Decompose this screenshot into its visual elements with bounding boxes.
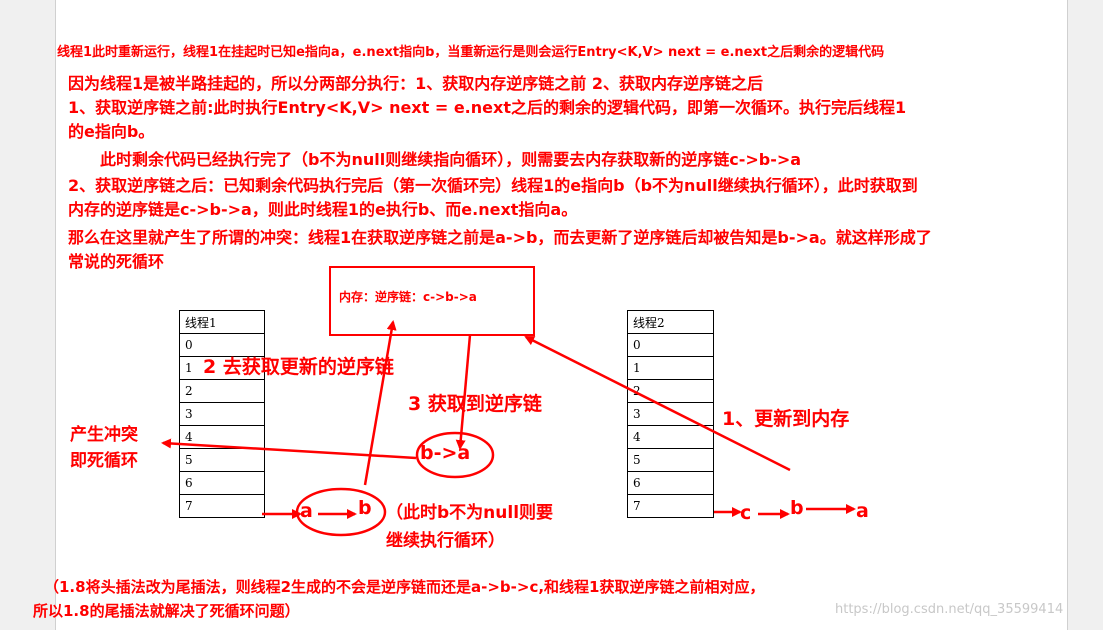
watermark: https://blog.csdn.net/qq_35599414 [835,602,1064,617]
loop-note-line2: 继续执行循环） [386,531,505,551]
paragraph-5-cont: 常说的死循环 [68,252,165,271]
thread2-node-c: c [740,502,752,524]
paragraph-4: 2、获取逆序链之后：已知剩余代码执行完后（第一次循环完）线程1的e指向b（b不为… [68,176,918,195]
arrow-step2 [363,320,397,486]
thread1-node-a: a [300,500,313,522]
thread2-row: 5 [627,448,714,472]
thread1-row: 7 [179,494,265,518]
header-text: 线程1此时重新运行，线程1在挂起时已知e指向a，e.next指向b，当重新运行是… [57,45,885,60]
memory-box-label: 内存：逆序链：c->b->a [339,290,477,304]
thread2-row: 6 [627,471,714,495]
thread1-node-b: b [358,497,372,519]
thread1-row: 0 [179,333,265,357]
loop-note-line1: （此时b不为null则要 [386,503,554,523]
paragraph-4-cont: 内存的逆序链是c->b->a，则此时线程1的e执行b、而e.next指向a。 [68,200,578,219]
footer-line1: （1.8将头插法改为尾插法，则线程2生成的不会是逆序链而还是a->b->c,和线… [44,578,765,596]
paragraph-1: 因为线程1是被半路挂起的，所以分两部分执行：1、获取内存逆序链之前 2、获取内存… [68,74,763,93]
paragraph-5: 那么在这里就产生了所谓的冲突：线程1在获取逆序链之前是a->b，而去更新了逆序链… [68,228,932,247]
arrow-step1 [524,335,791,472]
arrow-conflict [161,438,417,460]
thread1-table: 线程1 0 1 2 3 4 5 6 7 [179,310,265,518]
thread1-row: 6 [179,471,265,495]
thread1-title: 线程1 [179,310,265,334]
step1-label: 1、更新到内存 [722,408,850,430]
conflict-label-line2: 即死循环 [70,451,138,471]
thread1-row: 3 [179,402,265,426]
memory-box: 内存：逆序链：c->b->a [329,266,535,336]
footer-line2: 所以1.8的尾插法就解决了死循环问题） [33,602,300,620]
thread2-row: 1 [627,356,714,380]
conflict-label: 产生冲突 即死循环 [70,422,138,474]
thread2-title: 线程2 [627,310,714,334]
loop-note: （此时b不为null则要 继续执行循环） [386,499,553,555]
ellipse-ba [415,431,495,479]
arrow-step3 [455,334,472,450]
thread2-node-a: a [856,500,869,522]
paragraph-2: 1、获取逆序链之前:此时执行Entry<K,V> next = e.next之后… [68,98,907,117]
thread2-row: 2 [627,379,714,403]
ba-label: b->a [420,442,471,464]
thread2-row: 7 [627,494,714,518]
paragraph-3: 此时剩余代码已经执行完了（b不为null则继续指向循环），则需要去内存获取新的逆… [100,150,802,169]
thread2-table: 线程2 0 1 2 3 4 5 6 7 [627,310,714,518]
thread2-row: 3 [627,402,714,426]
step2-label: 2 去获取更新的逆序链 [203,356,394,378]
thread2-node-b: b [790,497,804,519]
thread1-row: 1 [179,356,265,380]
paragraph-2-cont: 的e指向b。 [68,122,155,141]
thread2-row: 0 [627,333,714,357]
step3-label: 3 获取到逆序链 [408,393,542,415]
conflict-label-line1: 产生冲突 [70,425,138,445]
